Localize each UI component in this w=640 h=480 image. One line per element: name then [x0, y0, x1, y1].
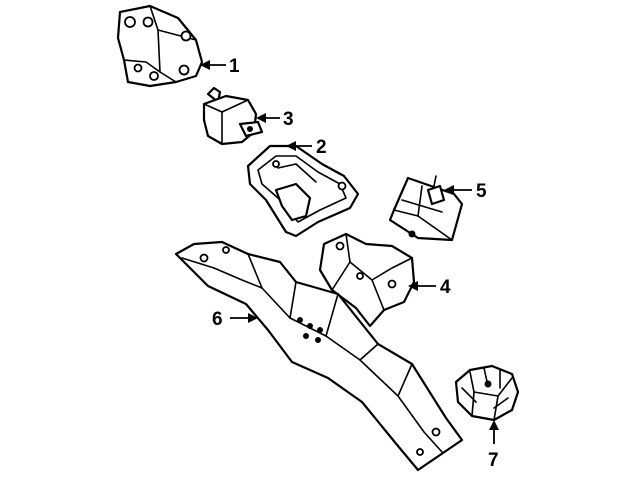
callout-label-4: 4 [440, 277, 451, 298]
callout-6: 6 [212, 309, 258, 330]
callout-label-1: 1 [229, 56, 240, 77]
callout-7: 7 [488, 420, 499, 471]
part-6-crossmember [174, 240, 464, 472]
callout-label-2: 2 [316, 137, 327, 158]
callout-1: 1 [200, 56, 240, 77]
callout-label-3: 3 [283, 109, 294, 130]
callout-label-7: 7 [488, 450, 499, 471]
callout-label-6: 6 [212, 309, 223, 330]
callout-label-5: 5 [476, 181, 487, 202]
callout-3: 3 [256, 109, 294, 130]
part-4-bracket [318, 232, 416, 328]
part-1-bracket [116, 4, 204, 88]
part-5-trans-mount [388, 175, 464, 242]
callout-4: 4 [408, 277, 451, 298]
part-7-bumper [454, 364, 520, 422]
part-3-insulator [202, 86, 264, 146]
part-2-mount-pad [246, 144, 360, 238]
callout-5: 5 [444, 181, 487, 202]
callout-2: 2 [286, 137, 327, 158]
